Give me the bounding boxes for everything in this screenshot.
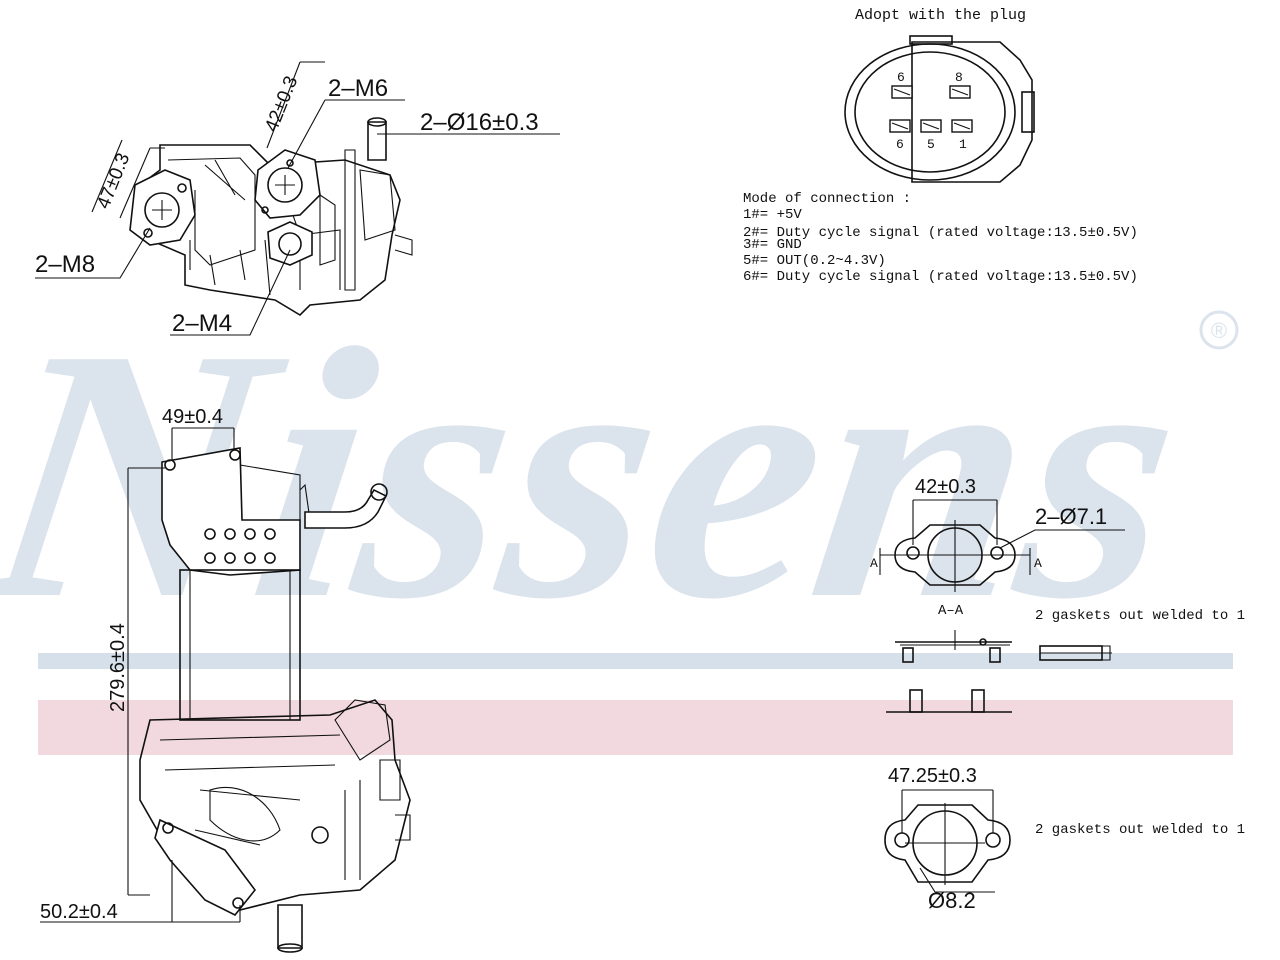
gasket-a <box>879 499 1125 592</box>
dim-bottom-width: 50.2±0.4 <box>40 901 118 923</box>
dim-gasket-b-spacing: 47.25±0.3 <box>888 765 977 787</box>
band-pink <box>38 700 1233 755</box>
label-pipe-diameter: 2–Ø16±0.3 <box>420 109 539 136</box>
connection-line-2: 2#= Duty cycle signal (rated voltage:13.… <box>743 225 1138 241</box>
pin-label-6: 6 <box>896 137 904 152</box>
plug-connector <box>844 35 1035 183</box>
dim-flange-47: 47±0.3 <box>93 150 134 212</box>
egr-valve-front-view <box>139 447 411 953</box>
front-view-dimensions <box>40 427 241 923</box>
dim-height: 279.6±0.4 <box>107 623 129 712</box>
dim-gasket-a-spacing: 42±0.3 <box>915 476 976 498</box>
section-mark-left: A <box>870 556 878 571</box>
band-blue <box>38 653 1233 669</box>
dim-flange-42: 42±0.3 <box>261 73 302 135</box>
pin-label-8: 8 <box>955 70 963 85</box>
gasket-a-section <box>886 630 1112 713</box>
plug-title: Adopt with the plug <box>855 7 1026 24</box>
top-view-dimensions <box>35 61 560 336</box>
connection-title: Mode of connection : <box>743 191 911 207</box>
registered-mark-circle <box>1199 310 1239 350</box>
pin-label-1: 1 <box>959 137 967 152</box>
section-mark-right: A <box>1034 556 1042 571</box>
label-bolts-m6: 2–M6 <box>328 75 388 102</box>
label-gasket-a-holes: 2–Ø7.1 <box>1035 504 1107 529</box>
pin-label-5: 5 <box>927 137 935 152</box>
dim-top-width: 49±0.4 <box>162 406 223 428</box>
pin-label-6-top: 6 <box>897 70 905 85</box>
registered-mark: ® <box>1211 318 1227 343</box>
valve-top-view <box>129 117 413 317</box>
section-label: A–A <box>938 603 964 619</box>
label-bolts-m4: 2–M4 <box>172 310 232 337</box>
connection-line-5: 6#= Duty cycle signal (rated voltage:13.… <box>743 269 1138 285</box>
gasket-b-note: 2 gaskets out welded to 1 <box>1035 822 1245 838</box>
gasket-a-note: 2 gaskets out welded to 1 <box>1035 608 1245 624</box>
connection-line-4: 5#= OUT(0.2~4.3V) <box>743 253 886 269</box>
gasket-b <box>884 789 1011 893</box>
label-gasket-b-hole: Ø8.2 <box>928 888 976 913</box>
connection-line-1: 1#= +5V <box>743 207 802 223</box>
connection-line-3: 3#= GND <box>743 237 802 253</box>
label-bolts-m8: 2–M8 <box>35 251 95 278</box>
